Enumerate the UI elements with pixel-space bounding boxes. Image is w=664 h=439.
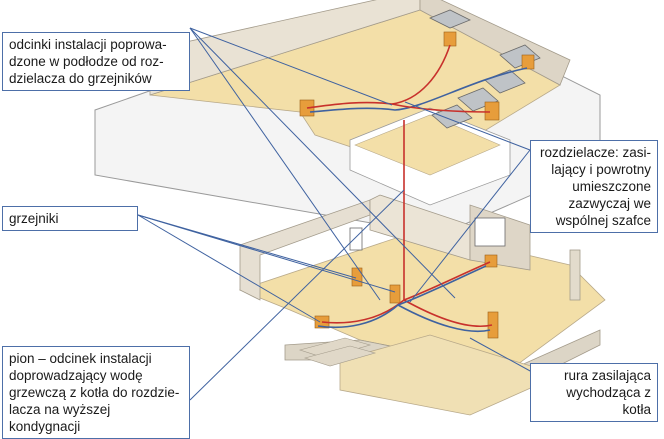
skylight-3 bbox=[484, 69, 526, 94]
upper-pipe-blue bbox=[309, 67, 528, 113]
upper-window-group bbox=[429, 9, 541, 129]
chimney-column bbox=[569, 249, 581, 301]
leader-lines bbox=[137, 27, 533, 401]
skylight-1 bbox=[429, 9, 471, 29]
label-radiators: grzejniki bbox=[2, 206, 138, 231]
window-2 bbox=[474, 217, 506, 247]
ground-floor bbox=[238, 120, 606, 416]
label-riser: pion – odcinek instalacji doprowadzający… bbox=[2, 346, 190, 439]
leader-supply bbox=[469, 337, 533, 373]
front-steps bbox=[298, 337, 377, 367]
skylight-2 bbox=[499, 44, 541, 69]
upper-radiator-1 bbox=[443, 31, 457, 47]
leader-pipes-2 bbox=[189, 27, 456, 299]
leader-pipes-3 bbox=[189, 27, 381, 301]
upper-pipe-red-2 bbox=[391, 103, 491, 113]
leader-radiators-3 bbox=[137, 214, 396, 293]
label-supply-pipe: rura zasilająca wychodząca z kotła bbox=[530, 363, 658, 422]
leader-distributors-1 bbox=[404, 101, 531, 151]
terrace bbox=[339, 334, 562, 416]
window-1 bbox=[349, 227, 363, 251]
upper-radiator-2 bbox=[484, 101, 500, 121]
ground-pipe-blue bbox=[317, 265, 491, 333]
upper-pipes bbox=[306, 44, 528, 113]
skylight-4 bbox=[457, 87, 499, 112]
stairwell-floor bbox=[354, 114, 501, 176]
upper-floor bbox=[94, 0, 601, 236]
leader-riser bbox=[189, 189, 405, 401]
upper-radiator-3 bbox=[521, 54, 535, 70]
leader-pipes-1 bbox=[189, 27, 393, 106]
leader-distributors-2 bbox=[409, 149, 531, 303]
ground-radiator-2 bbox=[389, 284, 401, 304]
step-2 bbox=[303, 345, 377, 367]
label-distributors: rozdzielacze: zasi- lający i powrotny um… bbox=[530, 140, 658, 233]
ground-radiator-4 bbox=[484, 254, 498, 268]
leader-radiators-2 bbox=[137, 214, 321, 323]
ground-pipes bbox=[317, 120, 493, 333]
label-pipes-floor: odcinki instalacji poprowa- dzone w podł… bbox=[2, 32, 190, 91]
